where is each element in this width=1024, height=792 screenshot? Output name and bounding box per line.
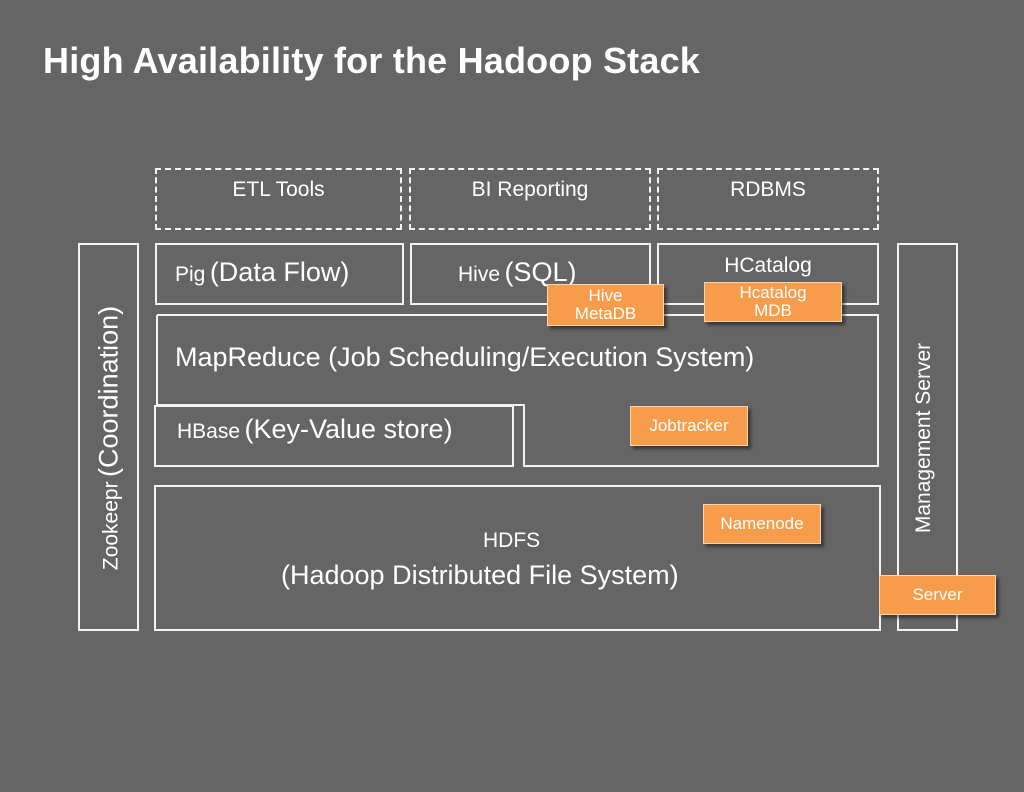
management-server-label: Management Server	[912, 342, 935, 534]
server-tag: Server	[879, 575, 996, 615]
hbase-label: HBase (Key-Value store)	[177, 414, 453, 444]
bi-reporting-label: BI Reporting	[471, 178, 589, 201]
hive-label: Hive (SQL)	[458, 257, 577, 287]
rdbms-box: RDBMS	[657, 168, 879, 230]
etl-tools-box: ETL Tools	[155, 168, 402, 230]
zookeeper-column: Zookeepr (Coordination)	[78, 243, 139, 631]
zookeeper-label: Zookeepr (Coordination)	[93, 305, 124, 571]
pig-box: Pig (Data Flow)	[155, 243, 404, 305]
hdfs-label: HDFS	[483, 529, 541, 552]
etl-tools-label: ETL Tools	[232, 178, 325, 201]
rdbms-label: RDBMS	[730, 178, 806, 201]
mapreduce-label: MapReduce (Job Scheduling/Execution Syst…	[175, 342, 755, 372]
management-server-column: Management Server	[897, 243, 958, 631]
page-title: High Availability for the Hadoop Stack	[43, 40, 701, 81]
hcatalog-label: HCatalog	[724, 254, 812, 277]
namenode-tag: Namenode	[703, 504, 821, 544]
pig-label: Pig (Data Flow)	[175, 257, 350, 287]
hcatalog-mdb-tag: Hcatalog MDB	[704, 282, 842, 322]
hive-box: Hive (SQL)	[410, 243, 651, 305]
hdfs-description: (Hadoop Distributed File System)	[281, 560, 679, 590]
hive-metadb-tag: Hive MetaDB	[547, 284, 664, 326]
jobtracker-tag: Jobtracker	[630, 406, 748, 446]
bi-reporting-box: BI Reporting	[409, 168, 651, 230]
